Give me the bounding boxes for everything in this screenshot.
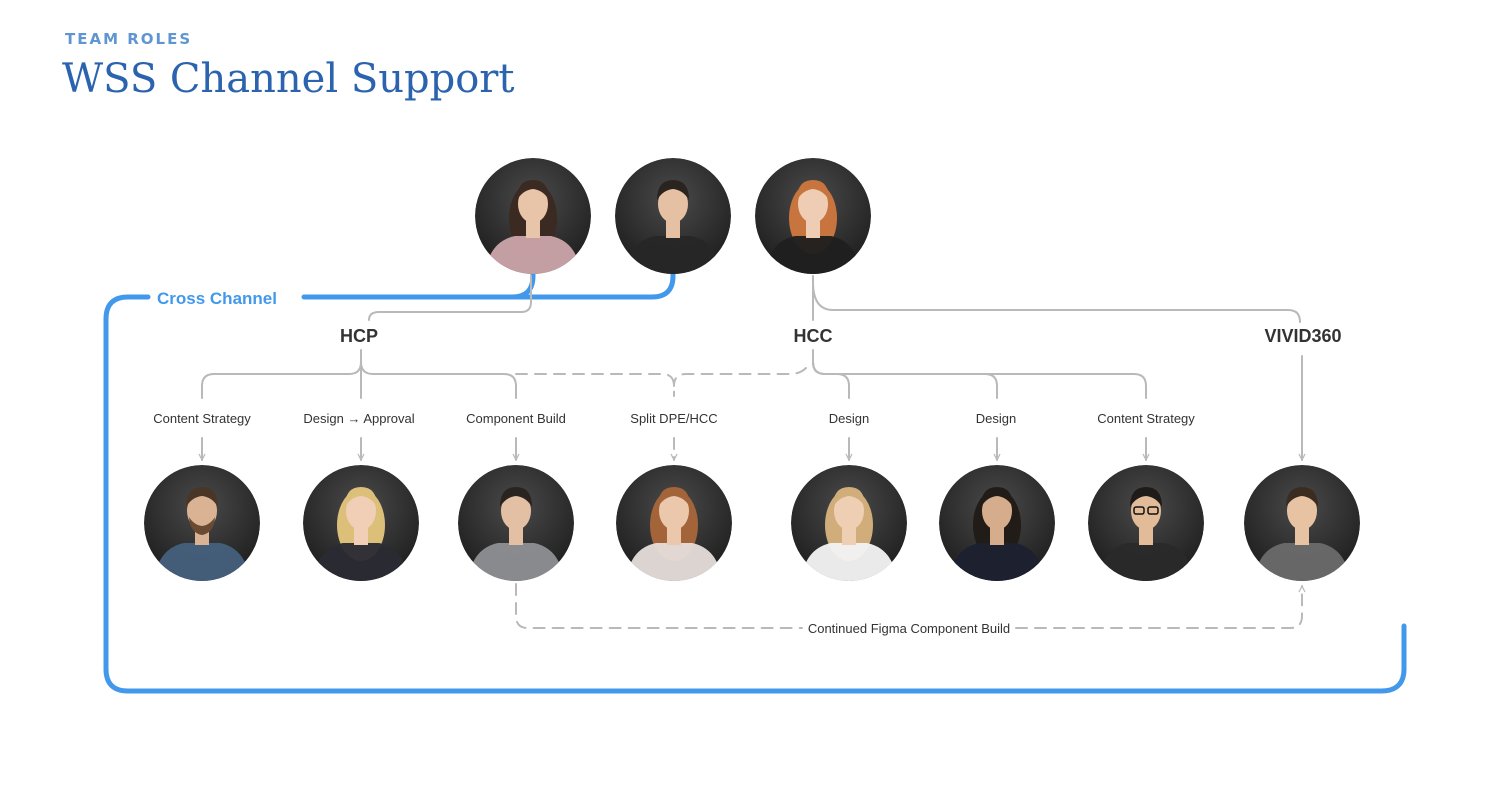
cross-channel-link-2: [509, 271, 676, 300]
page-title: WSS Channel Support: [62, 56, 515, 102]
group-label-hcp: HCP: [340, 326, 378, 346]
role-label: Split DPE/HCC: [630, 411, 717, 426]
team-member-avatar: [939, 465, 1055, 581]
team-member-avatar: [1088, 465, 1204, 581]
cross-channel-bracket: [103, 294, 1407, 694]
role-label: Content Strategy: [153, 411, 251, 426]
continued-build-label: Continued Figma Component Build: [808, 621, 1010, 636]
team-member-avatar: [303, 465, 419, 581]
section-eyebrow: TEAM ROLES: [65, 30, 193, 48]
role-label: Design → Approval: [303, 411, 414, 426]
role-label: Content Strategy: [1097, 411, 1195, 426]
team-member-avatar: [1244, 465, 1360, 581]
team-member-avatar: [791, 465, 907, 581]
team-member-avatar: [144, 465, 260, 581]
connector-hcp-branch: [201, 349, 362, 399]
team-member-avatar: [475, 158, 591, 274]
connector-continued-dashed: [515, 583, 803, 629]
team-member-avatar: [458, 465, 574, 581]
cross-channel-label: Cross Channel: [157, 289, 277, 308]
connector-top-hcp: [368, 275, 532, 321]
connector-top-vivid: [812, 281, 1301, 323]
connector-split-dashed: [515, 373, 675, 397]
group-label-hcc: HCC: [794, 326, 833, 346]
team-member-avatar: [755, 158, 871, 274]
role-label: Component Build: [466, 411, 566, 426]
team-member-avatar: [616, 465, 732, 581]
team-member-avatar: [615, 158, 731, 274]
group-label-vivid360: VIVID360: [1264, 326, 1341, 346]
cross-channel-link-1: [301, 271, 536, 300]
role-label: Design: [976, 411, 1016, 426]
role-label: Design: [829, 411, 869, 426]
